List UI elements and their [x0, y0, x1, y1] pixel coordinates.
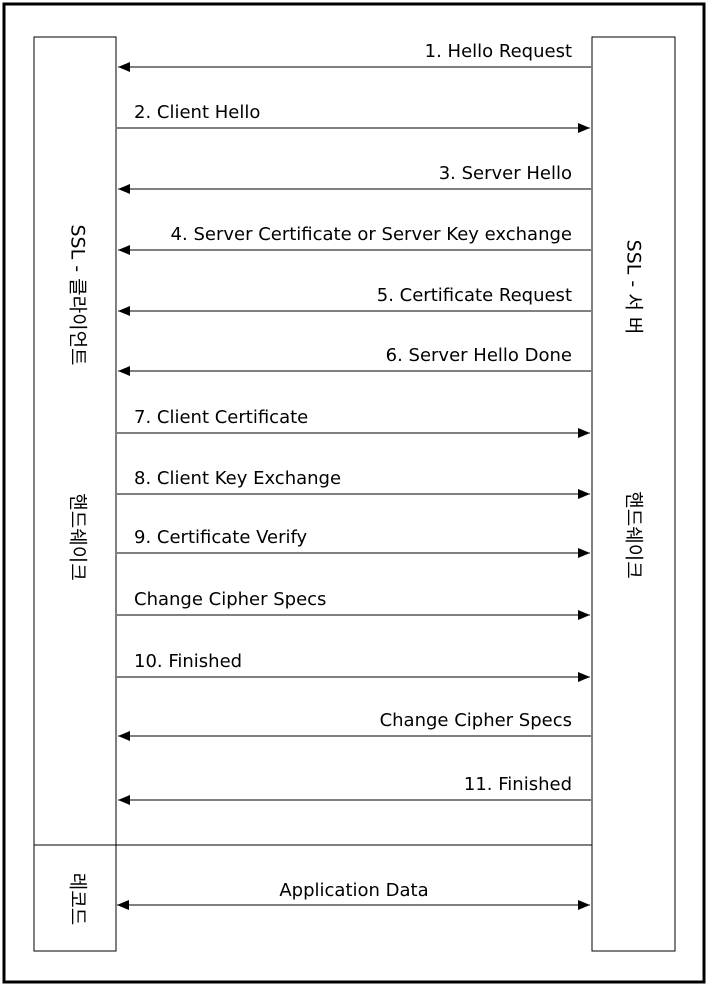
message-label: Change Cipher Specs: [380, 710, 572, 731]
message-label: 4. Server Certificate or Server Key exch…: [171, 224, 572, 245]
message-8: 8. Client Key Exchange: [117, 468, 590, 499]
message-1: 1. Hello Request: [118, 41, 591, 72]
message-11: 10. Finished: [117, 651, 590, 682]
message-12: Change Cipher Specs: [118, 710, 591, 741]
server-title-top: SSL - 서 버: [623, 240, 645, 335]
client-title-bottom: 핸드쉐이크: [67, 493, 89, 580]
message-2: 2. Client Hello: [117, 102, 590, 133]
message-13: 11. Finished: [118, 774, 591, 805]
message-label: 2. Client Hello: [134, 102, 260, 123]
client-column: [33, 36, 117, 952]
application-data-label: Application Data: [279, 880, 428, 901]
message-label: 8. Client Key Exchange: [134, 468, 341, 489]
message-label: 5. Certificate Request: [377, 285, 572, 306]
message-label: 11. Finished: [464, 774, 572, 795]
message-3: 3. Server Hello: [118, 163, 591, 194]
client-record-label: 레코드: [67, 873, 89, 925]
message-label: 9. Certificate Verify: [134, 527, 308, 548]
message-label: Change Cipher Specs: [134, 589, 326, 610]
server-title-bottom: 핸드쉐이크: [623, 491, 645, 578]
message-label: 1. Hello Request: [425, 41, 572, 62]
message-label: 7. Client Certificate: [134, 407, 308, 428]
message-5: 5. Certificate Request: [118, 285, 591, 316]
server-column: [591, 36, 676, 952]
message-label: 6. Server Hello Done: [386, 345, 572, 366]
message-6: 6. Server Hello Done: [118, 345, 591, 376]
message-label: 3. Server Hello: [439, 163, 572, 184]
message-4: 4. Server Certificate or Server Key exch…: [118, 224, 591, 255]
message-10: Change Cipher Specs: [117, 589, 590, 620]
message-7: 7. Client Certificate: [117, 407, 590, 438]
message-9: 9. Certificate Verify: [117, 527, 590, 558]
client-title-top: SSL - 클라이언트: [67, 224, 89, 365]
message-list: 1. Hello Request 2. Client Hello 3. Server…: [117, 41, 591, 805]
message-label: 10. Finished: [134, 651, 242, 672]
